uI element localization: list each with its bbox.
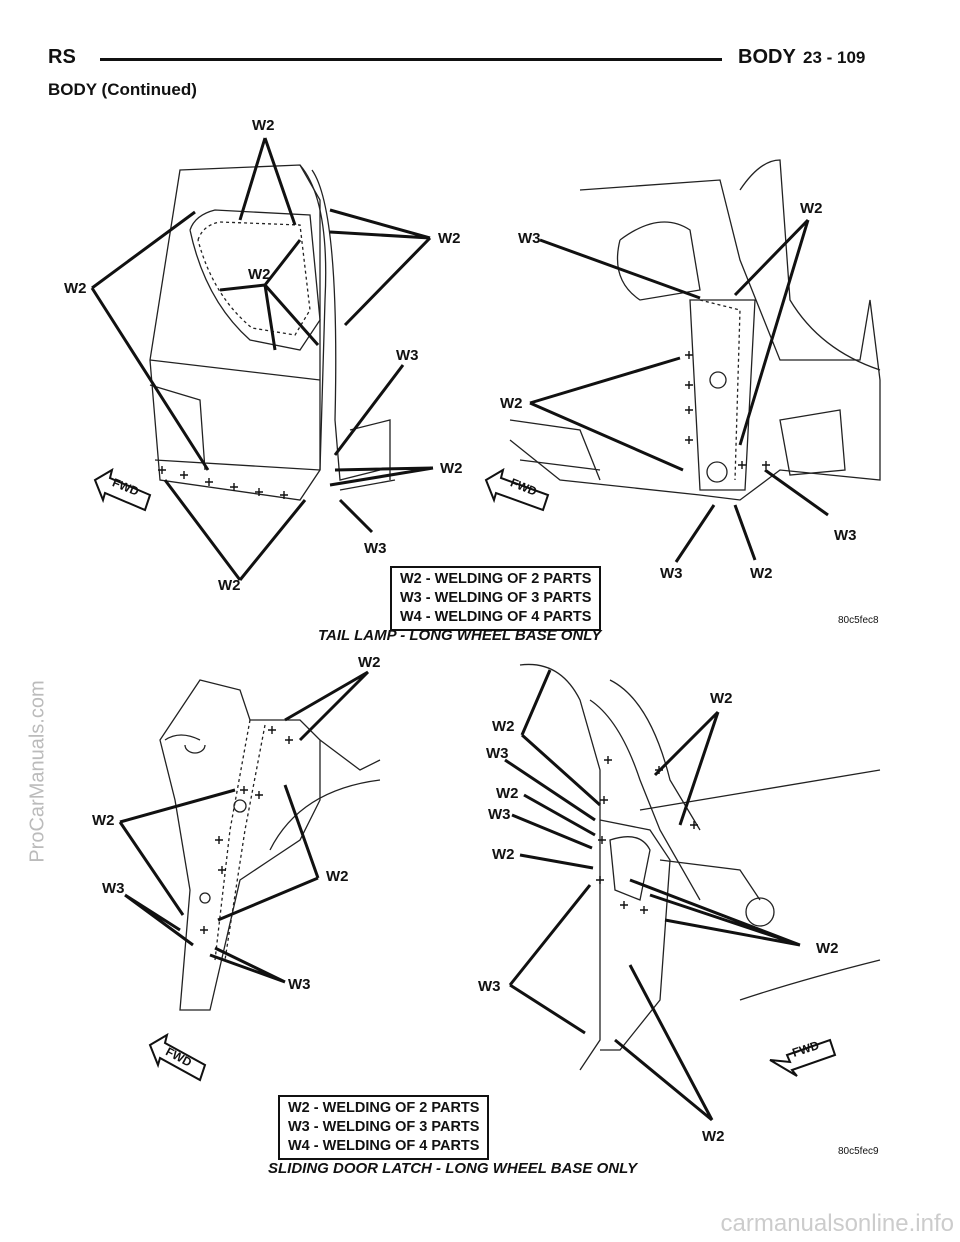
fig2-legend-w2: W2 - WELDING OF 2 PARTS xyxy=(288,1100,480,1116)
fig1-label-w2-bottom: W2 xyxy=(218,577,241,594)
header-page: 23 - 109 xyxy=(803,48,866,67)
continued-title: BODY (Continued) xyxy=(48,80,197,99)
fig1-label-w3-right-panel-bottom: W3 xyxy=(660,565,683,582)
fig1-label-w2-center: W2 xyxy=(248,266,271,283)
weld-marks xyxy=(158,351,770,934)
fig1-label-w2-right-panel-bottom: W2 xyxy=(750,565,773,582)
fig2-label-w3-left: W3 xyxy=(102,880,125,897)
fig2-label-w2-top-left: W2 xyxy=(358,654,381,671)
fig2-label-w2-right-bottom: W2 xyxy=(702,1128,725,1145)
fig2-code: 80c5fec9 xyxy=(838,1146,879,1157)
fig1-legend: W2 - WELDING OF 2 PARTS W3 - WELDING OF … xyxy=(390,566,602,631)
fig1-label-w2-left: W2 xyxy=(64,280,87,297)
fig2-caption: SLIDING DOOR LATCH - LONG WHEEL BASE ONL… xyxy=(268,1160,638,1177)
header-left: RS xyxy=(48,46,76,68)
fig2-label-w2-right-top: W2 xyxy=(710,690,733,707)
fig1-label-w2-top: W2 xyxy=(252,117,275,134)
fig1-code: 80c5fec8 xyxy=(838,615,879,626)
fig1-legend-w3: W3 - WELDING OF 3 PARTS xyxy=(400,590,592,606)
fig2-legend: W2 - WELDING OF 2 PARTS W3 - WELDING OF … xyxy=(278,1095,490,1160)
fig1-legend-w2: W2 - WELDING OF 2 PARTS xyxy=(400,571,592,587)
fig2-label-w2-left: W2 xyxy=(92,812,115,829)
fig1-label-w3-right: W3 xyxy=(396,347,419,364)
header-section: BODY xyxy=(738,46,796,68)
fig2-label-w3-right-a: W3 xyxy=(486,745,509,762)
fig1-label-w2-right-lower: W2 xyxy=(440,460,463,477)
fig1-label-w2-right-panel-mid: W2 xyxy=(500,395,523,412)
fig1-label-w2-right-upper: W2 xyxy=(438,230,461,247)
fig1-legend-w4: W4 - WELDING OF 4 PARTS xyxy=(400,609,592,625)
fig2-label-w3-left-bottom: W3 xyxy=(288,976,311,993)
fig2-label-w2-right-side: W2 xyxy=(816,940,839,957)
fig2-label-w2-left-mid: W2 xyxy=(326,868,349,885)
bottom-watermark: carmanualsonline.info xyxy=(720,1210,954,1237)
fig1-label-w3-bottom: W3 xyxy=(364,540,387,557)
fig2-label-w3-right-b: W3 xyxy=(488,806,511,823)
fig1-caption: TAIL LAMP - LONG WHEEL BASE ONLY xyxy=(318,627,602,644)
fig2-label-w2-right-b: W2 xyxy=(496,785,519,802)
side-watermark: ProCarManuals.com xyxy=(26,680,49,863)
fig1-label-w3-right-panel-right: W3 xyxy=(834,527,857,544)
fig2-label-w2-right-c: W2 xyxy=(492,846,515,863)
fig2-label-w3-right-low: W3 xyxy=(478,978,501,995)
fig1-label-w3-right-panel-top: W3 xyxy=(518,230,541,247)
fig2-legend-w4: W4 - WELDING OF 4 PARTS xyxy=(288,1138,480,1154)
fig2-label-w2-right-a: W2 xyxy=(492,718,515,735)
header-rule xyxy=(100,58,722,61)
fig1-label-w2-right-panel-top: W2 xyxy=(800,200,823,217)
fig2-legend-w3: W3 - WELDING OF 3 PARTS xyxy=(288,1119,480,1135)
